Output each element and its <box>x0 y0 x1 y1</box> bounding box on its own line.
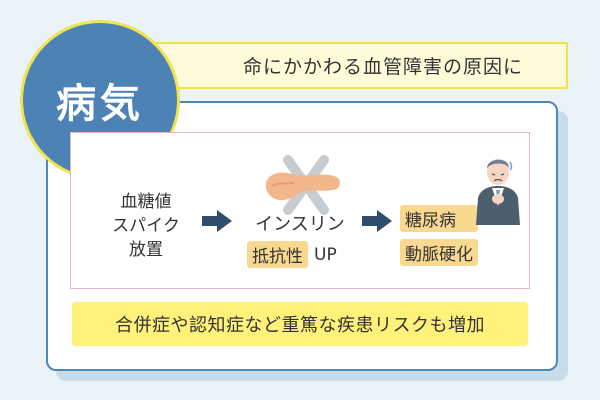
step-spike: 血糖値 スパイク 放置 <box>98 190 194 262</box>
risk-note: 合併症や認知症など重篤な疾患リスクも増加 <box>72 302 528 346</box>
result-list: 糖尿病 動脈硬化 <box>400 205 478 266</box>
resistance-highlight: 抵抗性 <box>247 241 308 268</box>
step1-line: 放置 <box>129 240 163 260</box>
step1-line: スパイク <box>112 216 180 236</box>
result-arteriosclerosis: 動脈硬化 <box>400 239 478 266</box>
sick-man-icon <box>468 150 528 229</box>
banner-text: 命にかかわる血管障害の原因に <box>242 56 523 78</box>
up-label: UP <box>314 244 337 265</box>
pancreas-crossed-icon <box>258 150 348 224</box>
result-diabetes: 糖尿病 <box>400 205 478 232</box>
risk-text: 合併症や認知症など重篤な疾患リスクも増加 <box>115 315 485 336</box>
step1-line: 血糖値 <box>120 192 172 212</box>
resistance-row: 抵抗性 UP <box>247 241 337 268</box>
badge-label: 病気 <box>56 81 144 127</box>
insulin-label: インスリン <box>255 214 345 235</box>
title-banner: 命にかかわる血管障害の原因に <box>152 42 568 89</box>
